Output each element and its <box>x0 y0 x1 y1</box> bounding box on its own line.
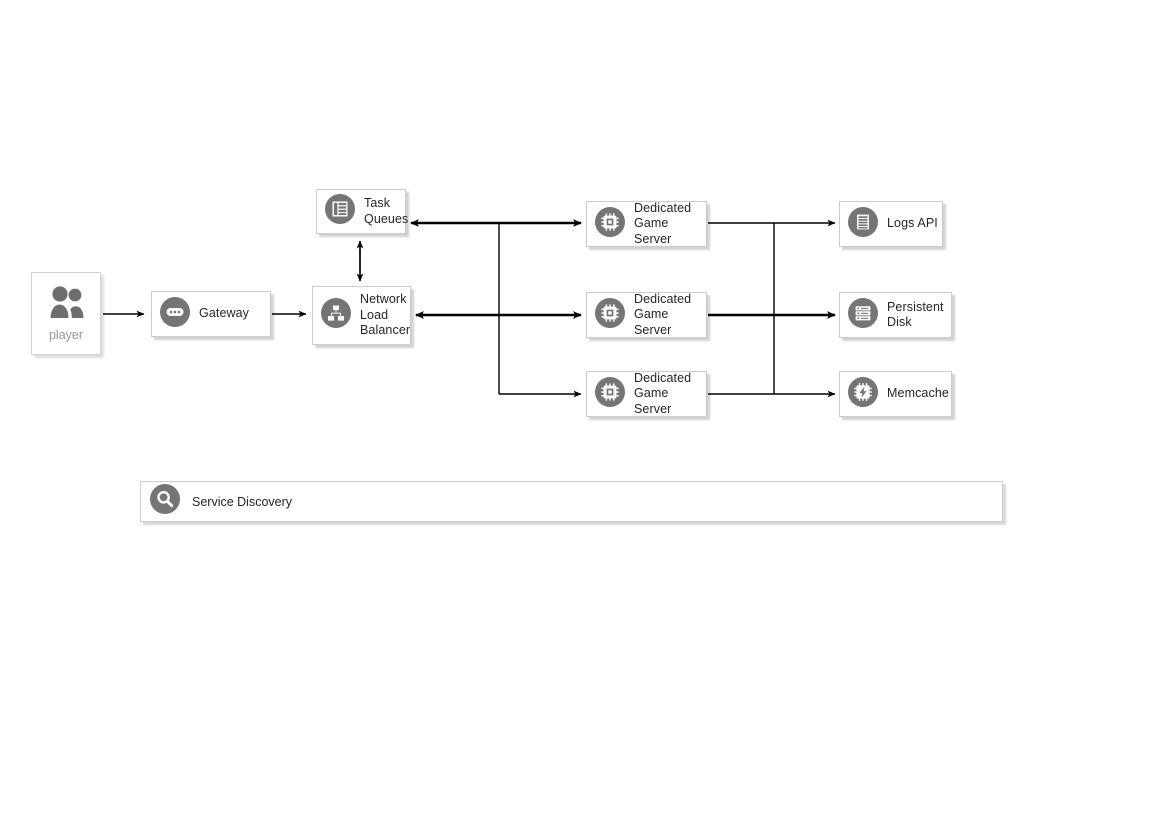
node-gateway[interactable]: Gateway <box>151 291 271 337</box>
memcache-bolt-icon <box>848 376 878 412</box>
logs-icon <box>848 206 878 242</box>
hierarchy-icon <box>321 298 351 333</box>
node-dedicated-game-server-3-label: Dedicated Game Server <box>634 370 692 416</box>
people-icon <box>43 285 89 324</box>
node-dedicated-game-server-1-label: Dedicated Game Server <box>634 200 692 246</box>
node-network-load-balancer-label: Network Load Balancer <box>360 292 411 338</box>
gateway-dots-icon <box>160 296 190 332</box>
task-list-icon <box>325 194 355 229</box>
node-persistent-disk[interactable]: Persistent Disk <box>839 292 952 338</box>
node-network-load-balancer[interactable]: Network Load Balancer <box>312 286 411 345</box>
node-dedicated-game-server-1[interactable]: Dedicated Game Server <box>586 201 707 247</box>
node-task-queues-label: Task Queues <box>364 196 409 226</box>
node-dedicated-game-server-2-label: Dedicated Game Server <box>634 291 692 337</box>
node-task-queues[interactable]: Task Queues <box>316 189 409 234</box>
node-service-discovery[interactable]: Service Discovery <box>140 481 1003 522</box>
node-memcache-label: Memcache <box>887 386 949 401</box>
cpu-chip-icon <box>595 297 625 333</box>
node-player[interactable]: player <box>31 272 101 355</box>
node-player-label: player <box>48 328 84 342</box>
node-dedicated-game-server-3[interactable]: Dedicated Game Server <box>586 371 707 417</box>
node-service-discovery-label: Service Discovery <box>192 494 293 509</box>
node-persistent-disk-label: Persistent Disk <box>887 299 944 330</box>
cpu-chip-icon <box>595 376 625 412</box>
node-logs-api-label: Logs API <box>887 216 938 231</box>
cpu-chip-icon <box>595 206 625 242</box>
node-gateway-label: Gateway <box>199 306 250 321</box>
node-logs-api[interactable]: Logs API <box>839 201 943 247</box>
node-dedicated-game-server-2[interactable]: Dedicated Game Server <box>586 292 707 338</box>
magnifier-icon <box>150 484 180 519</box>
disk-stack-icon <box>848 297 878 333</box>
node-memcache[interactable]: Memcache <box>839 371 952 417</box>
